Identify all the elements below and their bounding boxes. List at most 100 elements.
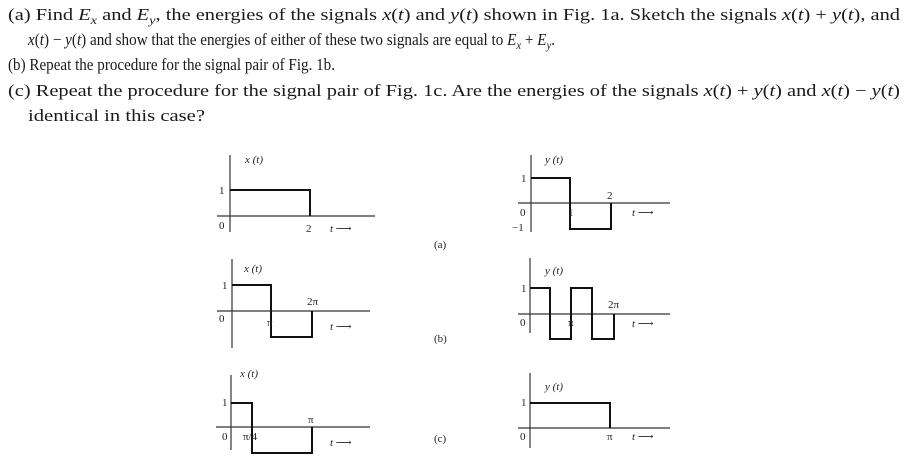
text-segment: ) − [44, 30, 65, 49]
text-segment: (a) Find [8, 5, 78, 24]
text-segment: ( [763, 81, 770, 100]
text-segment: ( [841, 5, 848, 24]
problem-line: x(t) − y(t) and show that the energies o… [27, 30, 555, 52]
text-segment: t [77, 30, 82, 49]
plot-title: y (t) [544, 154, 563, 166]
problem-line: (c) Repeat the procedure for the signal … [8, 81, 900, 100]
plot-title: y (t) [544, 265, 563, 277]
signal-x [230, 189, 311, 216]
tick-label: 2 [306, 223, 312, 235]
signal-y [531, 177, 612, 230]
tick-label: 0 [219, 313, 225, 325]
figure-caption: (b) [434, 333, 447, 345]
figure-b-x-plot: x (t) 1 0 π 2π t ⟶ [217, 259, 370, 348]
tick-label: π [267, 317, 273, 329]
subscript: x [89, 13, 97, 27]
axis-label: t ⟶ [632, 431, 654, 443]
text-segment: y [448, 5, 460, 24]
axis-label: t ⟶ [330, 223, 352, 235]
tick-label: 1 [568, 207, 574, 219]
tick-label: π [308, 414, 314, 426]
axis-label: t ⟶ [330, 321, 352, 333]
tick-label: −1 [512, 222, 524, 234]
plot-title: x (t) [244, 154, 263, 166]
tick-label: 1 [222, 280, 228, 292]
text-segment: ) − [843, 81, 871, 100]
text-segment: E [77, 5, 91, 24]
text-segment: and [97, 5, 137, 24]
text-segment: t [466, 5, 473, 24]
figure-caption: (c) [434, 433, 447, 445]
signal-x [231, 402, 313, 454]
subscript: y [546, 38, 552, 52]
tick-label: 0 [222, 431, 228, 443]
text-segment: t [770, 81, 777, 100]
text-segment: y [869, 81, 881, 100]
tick-label: 2 [607, 190, 613, 202]
tick-label: 2π [608, 299, 620, 311]
text-segment: ( [391, 5, 398, 24]
text-segment: t [398, 5, 405, 24]
text-segment: ( [459, 5, 466, 24]
signal-y [530, 402, 611, 428]
text-segment: t [798, 5, 805, 24]
problem-line: identical in this case? [28, 106, 205, 125]
text-segment: x [27, 30, 35, 49]
text-segment: ( [35, 30, 40, 49]
text-segment: ) and show that the energies of either o… [81, 30, 507, 49]
plot-title: y (t) [544, 381, 563, 393]
text-segment: (b) Repeat the procedure for the signal … [8, 55, 335, 74]
signal-y [530, 287, 615, 340]
text-segment: ( [831, 81, 838, 100]
text-segment: ) + [804, 5, 832, 24]
figure-caption: (a) [434, 239, 447, 251]
text-segment: ) + [725, 81, 753, 100]
tick-label: 0 [520, 207, 526, 219]
tick-label: 1 [521, 397, 527, 409]
text-segment: ( [881, 81, 888, 100]
text-segment: ) shown in Fig. 1a. Sketch the signals [472, 5, 782, 24]
tick-label: 1 [521, 283, 527, 295]
text-segment: ) and [775, 81, 821, 100]
plot-title: x (t) [243, 263, 262, 275]
axis-label: t ⟶ [632, 318, 654, 330]
text-segment: x [381, 5, 392, 24]
text-segment: t [719, 81, 726, 100]
text-segment: E [506, 30, 517, 49]
signal-x [232, 284, 313, 338]
text-segment: ( [791, 5, 798, 24]
tick-label: π [568, 317, 574, 329]
tick-label: π [607, 431, 613, 443]
figure-c-x-plot: x (t) 1 0 π/4 π t ⟶ [216, 368, 370, 454]
subscript: x [515, 38, 521, 52]
text-segment: t [837, 81, 844, 100]
text-segment: y [830, 5, 842, 24]
tick-label: 0 [219, 220, 225, 232]
text-segment: x [781, 5, 792, 24]
text-segment: x [702, 81, 713, 100]
plot-title: x (t) [239, 368, 258, 380]
tick-label: 1 [521, 173, 527, 185]
subscript: y [148, 13, 156, 27]
text-segment: t [848, 5, 855, 24]
problem-line: (b) Repeat the procedure for the signal … [8, 55, 335, 74]
text-segment: . [551, 30, 555, 49]
text-segment: t [40, 30, 45, 49]
text-segment: , the energies of the signals [156, 5, 383, 24]
tick-label: 1 [219, 185, 225, 197]
text-segment: y [751, 81, 763, 100]
tick-label: 0 [520, 317, 526, 329]
figure-a-x-plot: x (t) 1 0 2 t ⟶ [217, 154, 375, 235]
text-segment: identical in this case? [28, 106, 205, 125]
figure-a-y-plot: y (t) 1 0 −1 1 2 t ⟶ [512, 154, 670, 234]
tick-label: 1 [222, 397, 228, 409]
text-segment: E [536, 30, 547, 49]
tick-label: 0 [520, 431, 526, 443]
axis-label: t ⟶ [330, 437, 352, 449]
text-segment: ( [72, 30, 77, 49]
text-segment: (c) Repeat the procedure for the signal … [8, 81, 704, 100]
tick-label: 2π [307, 296, 319, 308]
